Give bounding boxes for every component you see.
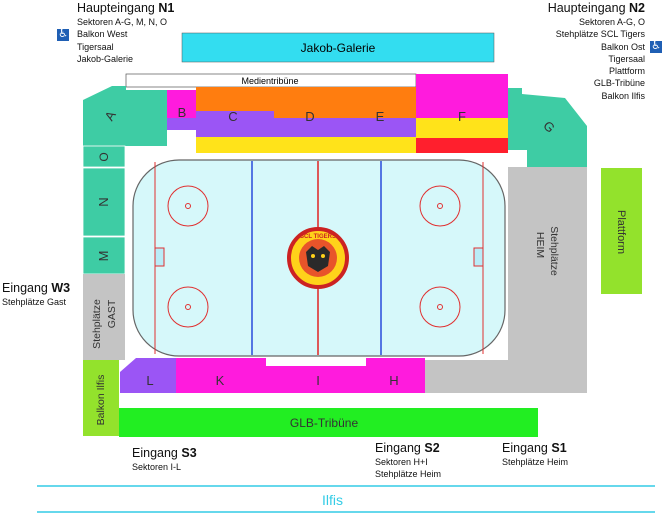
entrance-s1: Eingang S1 Stehplätze Heim — [502, 441, 568, 468]
sector-c-label: C — [228, 109, 237, 124]
sector-i-label: I — [316, 373, 320, 388]
sector-b-lower — [167, 118, 196, 130]
entrance-s2: Eingang S2 Sektoren H+I Stehplätze Heim — [375, 441, 441, 481]
sector-k[interactable] — [176, 358, 266, 393]
entrance-s2-code: S2 — [424, 441, 440, 455]
entrance-w3-line: Stehplätze Gast — [2, 297, 67, 307]
sector-d-label: D — [305, 109, 314, 124]
entrance-n1-line: Sektoren A-G, M, N, O — [77, 17, 168, 27]
entrance-s3-line: Sektoren I-L — [132, 462, 182, 472]
sector-e[interactable] — [346, 87, 416, 153]
wheelchair-icon — [57, 27, 69, 42]
jakob-galerie-label: Jakob-Galerie — [301, 41, 376, 55]
entrance-n2-line: Balkon Ilfis — [601, 90, 645, 101]
glb-tribuene-block[interactable] — [119, 408, 538, 437]
stehplaetze-heim-label-2: HEIM — [534, 232, 546, 258]
sector-e-label: E — [376, 109, 385, 124]
entrance-s2-line: Sektoren H+I — [375, 457, 428, 467]
stehplaetze-gast-label-2: GAST — [106, 299, 118, 328]
entrance-s3-code: S3 — [181, 446, 197, 460]
entrance-n1-prefix: Haupteingang — [77, 1, 159, 15]
sector-b-label: B — [178, 105, 187, 120]
entrance-w3: Eingang W3 Stehplätze Gast — [2, 281, 70, 308]
entrance-w3-code: W3 — [51, 281, 71, 295]
stehplaetze-heim-label-1: Stehplätze — [548, 226, 560, 276]
sector-o-label: O — [97, 152, 111, 161]
sector-m-label: M — [96, 251, 111, 262]
sector-o[interactable] — [82, 145, 126, 168]
sector-f-label: F — [458, 109, 466, 124]
entrance-s1-prefix: Eingang — [502, 441, 552, 455]
entrance-s2-prefix: Eingang — [375, 441, 425, 455]
sector-f[interactable] — [416, 74, 508, 153]
wheelchair-icon — [650, 39, 662, 54]
entrance-n2-line: Plattform — [608, 66, 645, 77]
sector-h[interactable] — [366, 358, 425, 393]
entrance-s2-line: Stehplätze Heim — [375, 469, 442, 480]
entrance-n2-line: GLB-Tribüne — [593, 78, 645, 89]
entrance-w3-prefix: Eingang — [2, 281, 52, 295]
sector-d[interactable] — [274, 87, 346, 153]
entrance-n1-line: Balkon West — [77, 29, 128, 40]
sector-m[interactable] — [82, 236, 126, 275]
stehplaetze-gast-label-1: Stehplätze — [91, 299, 103, 349]
sector-i[interactable] — [266, 366, 366, 393]
plattform-label: Plattform — [615, 210, 627, 254]
entrance-n2-line: Tigersaal — [608, 53, 645, 64]
entrance-n1-line: Jakob-Galerie — [77, 54, 134, 65]
entrance-s1-line: Stehplätze Heim — [502, 457, 569, 467]
scl-tigers-logo: SCL TIGERS — [287, 227, 349, 289]
entrance-n2-line: Stehplätze SCL Tigers — [555, 29, 645, 40]
plattform-block[interactable] — [601, 168, 642, 294]
sector-g[interactable] — [508, 88, 587, 167]
entrance-n2-line: Sektoren A-G, O — [578, 17, 645, 27]
entrance-n2-line: Balkon Ost — [600, 41, 645, 52]
stehplaetze-gast-block[interactable] — [83, 274, 125, 360]
entrance-s1-code: S1 — [551, 441, 567, 455]
sector-a[interactable] — [83, 86, 167, 150]
logo-text: SCL TIGERS — [300, 234, 336, 240]
sector-h-label: H — [389, 373, 398, 388]
medientribuene-label: Medientribüne — [241, 76, 298, 86]
sector-a-inner-notch — [140, 92, 152, 100]
entrance-n1: Haupteingang N1 Sektoren A-G, M, N, O Ba… — [57, 1, 175, 66]
entrance-n2: Haupteingang N2 Sektoren A-G, O Stehplät… — [548, 1, 645, 102]
sector-c[interactable] — [196, 87, 274, 153]
glb-tribuene-label: GLB-Tribüne — [290, 416, 359, 430]
entrance-n2-code: N2 — [629, 1, 645, 15]
sector-n[interactable] — [82, 167, 126, 237]
sector-k-label: K — [216, 373, 225, 388]
stehplaetze-heim-block[interactable] — [425, 167, 587, 393]
ilfis-label: Ilfis — [322, 492, 343, 508]
sector-l-label: L — [146, 373, 153, 388]
entrance-n1-line: Tigersaal — [77, 41, 114, 52]
balkon-ilfis-label: Balkon Ilfis — [95, 375, 107, 426]
balkon-ilfis-block[interactable] — [83, 360, 119, 436]
entrance-n1-code: N1 — [158, 1, 175, 15]
jakob-galerie-block[interactable] — [181, 32, 495, 63]
sector-l[interactable] — [120, 358, 176, 393]
sector-n-label: N — [96, 197, 111, 206]
entrance-n2-prefix: Haupteingang — [547, 1, 630, 15]
entrance-s3-prefix: Eingang — [132, 446, 182, 460]
entrance-s3: Eingang S3 Sektoren I-L — [132, 446, 197, 473]
